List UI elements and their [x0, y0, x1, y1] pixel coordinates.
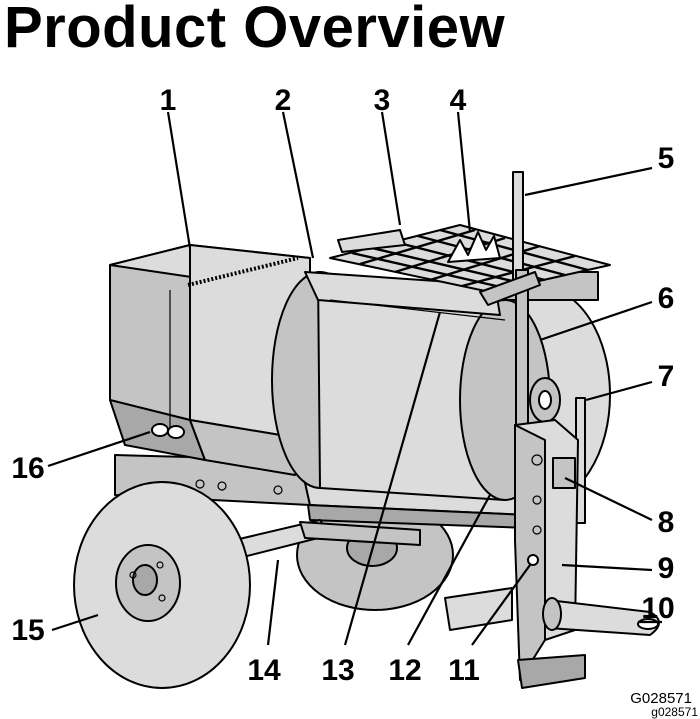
callout-labels: 1 2 3 4 5 6 7 8 9 10 11 12 13 14 15 16 [11, 84, 674, 687]
callout-16: 16 [11, 452, 44, 485]
dump-handle [479, 171, 541, 431]
front-wheel [73, 481, 251, 689]
callout-6: 6 [658, 282, 675, 315]
callout-14: 14 [247, 654, 281, 687]
callout-15: 15 [11, 614, 44, 647]
page-title: Product Overview [4, 0, 506, 60]
callout-13: 13 [321, 654, 354, 687]
lift-handle [151, 423, 185, 439]
leader-lines [47, 111, 662, 646]
figure-id: G028571 [630, 690, 692, 707]
callout-4: 4 [450, 84, 467, 117]
callout-11: 11 [448, 654, 480, 687]
callout-1: 1 [160, 84, 177, 117]
bag-cutter [447, 231, 501, 263]
callout-10: 10 [641, 592, 674, 625]
tow-stand [514, 419, 586, 689]
callout-3: 3 [374, 84, 391, 117]
callout-12: 12 [388, 654, 421, 687]
callout-9: 9 [658, 552, 675, 585]
callout-2: 2 [275, 84, 292, 117]
figure-id-small: g028571 [651, 705, 698, 719]
mixing-drum [271, 271, 551, 501]
engine-cover [109, 244, 311, 476]
callout-5: 5 [658, 142, 675, 175]
tow-tongue [444, 587, 660, 636]
callout-8: 8 [658, 506, 675, 539]
drum-bearing [529, 377, 561, 423]
callout-7: 7 [658, 360, 675, 393]
